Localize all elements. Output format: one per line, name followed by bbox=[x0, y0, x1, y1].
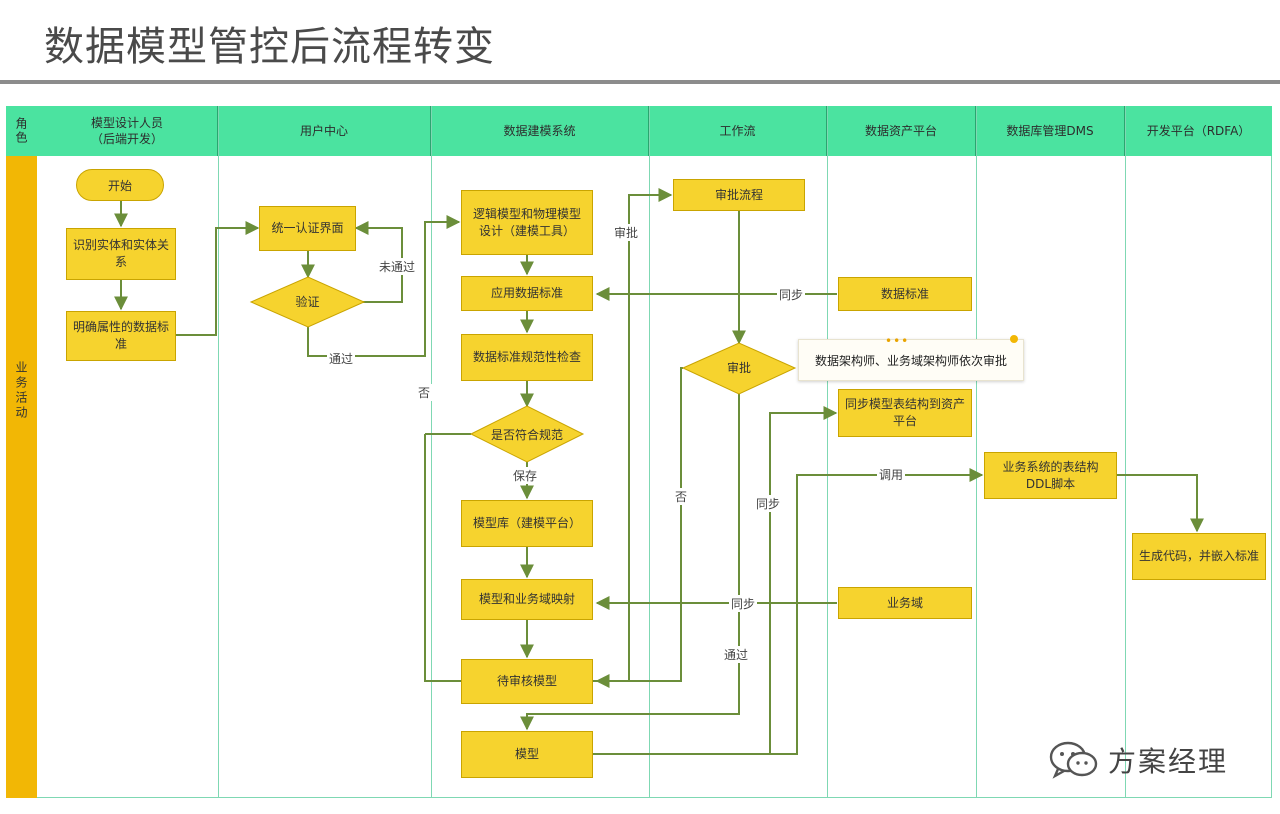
watermark: 方案经理 bbox=[1048, 740, 1228, 780]
lane-header-designer: 模型设计人员 （后端开发） bbox=[37, 106, 218, 156]
node-identify: 识别实体和实体关系 bbox=[66, 228, 176, 280]
node-gen-code: 生成代码，并嵌入标准 bbox=[1132, 533, 1266, 580]
lane-header-dev: 开发平台（RDFA） bbox=[1125, 106, 1272, 156]
label-approve: 审批 bbox=[612, 224, 641, 241]
lane-divider bbox=[649, 106, 650, 798]
label-passed-approval: 通过 bbox=[722, 646, 751, 663]
node-biz-domain: 业务域 bbox=[838, 587, 972, 619]
node-mapping: 模型和业务域映射 bbox=[461, 579, 593, 620]
node-check-std: 数据标准规范性检查 bbox=[461, 334, 593, 381]
node-repo: 模型库（建模平台） bbox=[461, 500, 593, 547]
node-start: 开始 bbox=[76, 169, 164, 201]
edge-model-sync-asset bbox=[593, 406, 838, 755]
lane-divider bbox=[976, 106, 977, 798]
edge-approval-pass bbox=[520, 394, 740, 731]
watermark-text: 方案经理 bbox=[1108, 745, 1229, 778]
node-verify: 验证 bbox=[295, 294, 320, 309]
page-title: 数据模型管控后流程转变 bbox=[44, 24, 495, 70]
edge-verify-pass bbox=[307, 215, 461, 357]
label-save: 保存 bbox=[511, 467, 540, 484]
edge-pending-back bbox=[424, 434, 461, 682]
lane-header-modeling: 数据建模系统 bbox=[431, 106, 649, 156]
node-approval-flow: 审批流程 bbox=[673, 179, 805, 211]
node-ddl: 业务系统的表结构DDL脚本 bbox=[984, 452, 1117, 499]
lane-header-user: 用户中心 bbox=[218, 106, 431, 156]
label-sync-asset: 同步 bbox=[754, 495, 783, 512]
edge-approval-no bbox=[595, 367, 683, 688]
node-auth-ui: 统一认证界面 bbox=[259, 206, 356, 251]
label-no-comply: 否 bbox=[416, 384, 433, 401]
edge-attributes-auth bbox=[176, 221, 260, 336]
lane-header-dms: 数据库管理DMS bbox=[976, 106, 1125, 156]
lane-divider bbox=[827, 106, 828, 798]
label-passed: 通过 bbox=[327, 350, 356, 367]
approval-note: 数据架构师、业务域架构师依次审批 bbox=[798, 339, 1024, 381]
lane-divider bbox=[431, 106, 432, 798]
lane-divider bbox=[218, 106, 219, 798]
node-apply-std: 应用数据标准 bbox=[461, 276, 593, 311]
role-header: 角色 bbox=[6, 106, 37, 156]
comply-diamond bbox=[469, 405, 585, 463]
title-divider bbox=[0, 80, 1280, 84]
edge-pending-approval bbox=[593, 188, 673, 682]
label-sync-std: 同步 bbox=[777, 286, 806, 303]
label-sync-domain: 同步 bbox=[729, 595, 758, 612]
lane-header-workflow: 工作流 bbox=[649, 106, 827, 156]
approval-diamond bbox=[681, 342, 797, 395]
node-approval: 审批 bbox=[726, 360, 751, 375]
verify-diamond bbox=[249, 276, 366, 328]
node-model: 模型 bbox=[461, 731, 593, 778]
label-invoke: 调用 bbox=[877, 466, 906, 483]
pin-icon bbox=[1010, 335, 1018, 343]
node-attributes: 明确属性的数据标准 bbox=[66, 311, 176, 361]
node-comply: 是否符合规范 bbox=[491, 427, 564, 442]
lane-divider bbox=[1125, 106, 1126, 798]
note-dots-icon: ••• bbox=[885, 334, 910, 348]
edge-ddl-gencode bbox=[1117, 474, 1204, 533]
node-sync-asset: 同步模型表结构到资产平台 bbox=[838, 389, 972, 437]
label-not-passed: 未通过 bbox=[377, 258, 418, 275]
label-no-approval: 否 bbox=[673, 488, 690, 505]
side-bar: 业务活动 bbox=[6, 156, 37, 798]
node-data-std: 数据标准 bbox=[838, 277, 972, 311]
node-design: 逻辑模型和物理模型设计（建模工具） bbox=[461, 190, 593, 255]
side-label: 业务活动 bbox=[14, 361, 28, 421]
node-pending: 待审核模型 bbox=[461, 659, 593, 704]
lane-header-asset: 数据资产平台 bbox=[827, 106, 976, 156]
wechat-icon bbox=[1049, 741, 1098, 779]
